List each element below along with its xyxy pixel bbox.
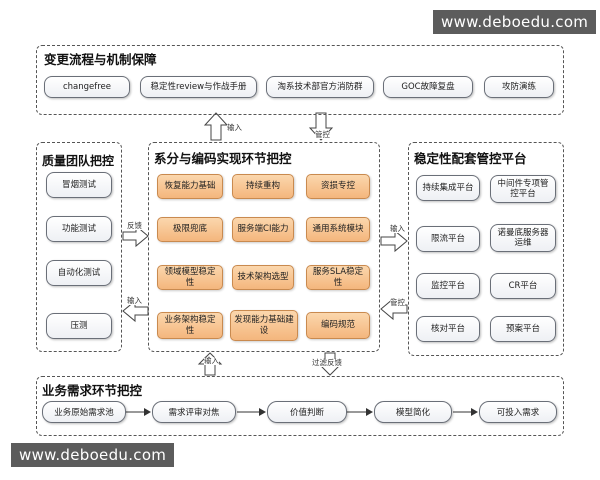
right-item-monitor: 监控平台 <box>416 273 480 299</box>
bottom-item-demand-review: 需求评审对焦 <box>152 401 236 423</box>
right-item-reconcile: 核对平台 <box>416 316 480 342</box>
bottom-item-model-simplify: 模型简化 <box>374 401 452 423</box>
label-input-bottom: 输入 <box>204 356 219 365</box>
center-item-coding-standard: 编码规范 <box>306 312 370 339</box>
label-input-left: 输入 <box>127 296 142 305</box>
top-item-stability-review: 稳定性review与作战手册 <box>140 76 257 98</box>
center-item-discovery-infra: 发现能力基础建设 <box>230 310 298 341</box>
watermark-bottom: www.deboedu.com <box>11 443 175 467</box>
label-filter-feedback: 过滤反馈 <box>312 358 342 367</box>
right-item-plan: 预案平台 <box>490 316 556 342</box>
center-item-service-sla: 服务SLA稳定性 <box>306 265 370 290</box>
block-arrow-right-input <box>380 229 408 253</box>
bottom-item-investable-demand: 可投入需求 <box>479 401 557 423</box>
center-item-common-modules: 通用系统模块 <box>306 217 370 242</box>
group-title-stability-platform: 稳定性配套管控平台 <box>414 151 527 166</box>
group-title-design-coding: 系分与编码实现环节把控 <box>154 151 292 166</box>
left-item-function-test: 功能测试 <box>46 216 112 242</box>
right-item-middleware-control: 中间件专项管控平台 <box>490 175 556 203</box>
block-arrow-left-input <box>122 299 149 323</box>
top-item-goc-review: GOC故障复盘 <box>383 76 473 98</box>
label-feedback-left: 反馈 <box>127 221 142 230</box>
center-item-server-ci: 服务端CI能力 <box>232 217 294 242</box>
center-item-asset-loss: 资损专控 <box>306 174 370 199</box>
group-business-demand <box>36 376 564 436</box>
center-item-recovery-base: 恢复能力基础 <box>157 174 223 199</box>
right-item-cr-platform: CR平台 <box>490 273 556 299</box>
left-item-automation-test: 自动化测试 <box>46 260 112 286</box>
top-item-attack-defense: 攻防演练 <box>484 76 554 98</box>
label-control-right: 管控 <box>390 298 405 307</box>
bottom-item-value-judgment: 价值判断 <box>267 401 347 423</box>
group-stability-platform <box>408 142 564 356</box>
center-item-domain-model: 领域模型稳定性 <box>157 265 223 290</box>
group-design-coding <box>148 142 380 352</box>
group-title-quality-team: 质量团队把控 <box>42 154 115 168</box>
bottom-item-raw-demand-pool: 业务原始需求池 <box>42 401 126 423</box>
label-input-top: 输入 <box>227 123 242 132</box>
watermark-top: www.deboedu.com <box>433 10 597 34</box>
group-change-process <box>36 45 564 115</box>
right-item-normandy-ops: 诺曼底服务器运维 <box>490 224 556 252</box>
label-input-right: 输入 <box>390 224 405 233</box>
center-item-business-arch: 业务架构稳定性 <box>157 312 223 339</box>
top-item-changefree: changefree <box>44 76 130 98</box>
right-item-ratelimit: 限流平台 <box>416 226 480 252</box>
block-arrow-right-feedback <box>122 224 149 248</box>
right-item-ci-platform: 持续集成平台 <box>416 175 480 201</box>
group-title-business-demand: 业务需求环节把控 <box>42 383 143 398</box>
center-item-tech-arch: 技术架构选型 <box>232 265 294 290</box>
left-item-smoke-test: 冒烟测试 <box>46 172 112 198</box>
left-item-stress-test: 压测 <box>46 313 112 339</box>
group-quality-team <box>36 142 122 352</box>
group-title-change-process: 变更流程与机制保障 <box>44 52 157 67</box>
label-control-top: 管控 <box>315 130 330 139</box>
center-item-extreme-fallback: 极限兜底 <box>157 217 223 242</box>
block-arrow-up-input <box>203 112 229 141</box>
top-item-fire-group: 淘系技术部官方消防群 <box>266 76 374 98</box>
center-item-refactor: 持续重构 <box>232 174 294 199</box>
